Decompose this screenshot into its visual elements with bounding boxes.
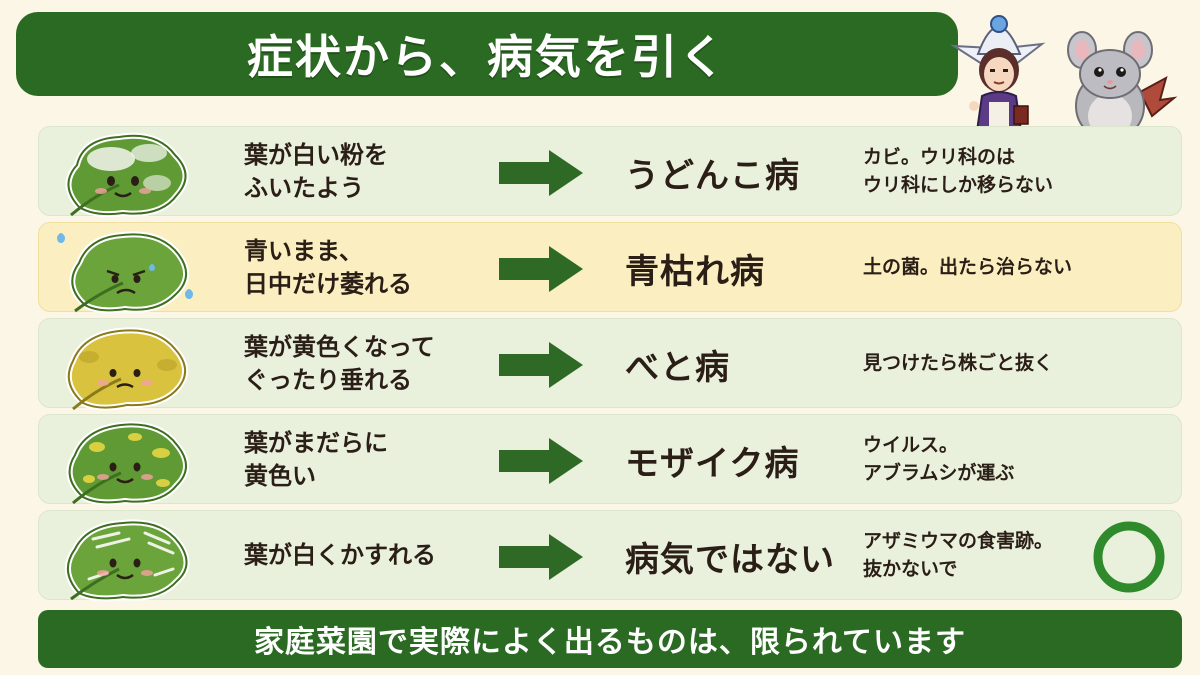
note-line: 抜かないで <box>863 558 958 580</box>
symptom-row-thrips-damage: 葉が白くかすれる 病気ではない アザミウマの食害跡。 抜かないで <box>38 510 1182 602</box>
symptom-text: 葉が黄色くなって ぐったり垂れる <box>244 319 504 409</box>
disease-name: べと病 <box>625 347 730 388</box>
symptom-row-bacterial-wilt: 青いまま、 日中だけ萎れる 青枯れ病 土の菌。出たら治らない <box>38 222 1182 314</box>
disease-note: 見つけたら株ごと抜く <box>863 319 1103 409</box>
disease-note: ウイルス。 アブラムシが運ぶ <box>863 415 1103 505</box>
symptom-line: 葉が白くかすれる <box>244 541 436 570</box>
symptom-row-downy-mildew: 葉が黄色くなって ぐったり垂れる べと病 見つけたら株ごと抜く <box>38 318 1182 411</box>
disease-name: モザイク病 <box>625 443 800 484</box>
arrow-right-icon <box>499 438 583 484</box>
symptom-line: 日中だけ萎れる <box>244 270 412 298</box>
symptom-text: 葉が白い粉を ふいたよう <box>244 127 504 217</box>
disease-note: カビ。ウリ科のは ウリ科にしか移らない <box>863 127 1103 217</box>
disease-name: 青枯れ病 <box>625 251 765 292</box>
footer-text: 家庭菜園で実際によく出るものは、限られています <box>253 625 967 660</box>
note-line: ウリ科にしか移らない <box>863 174 1054 196</box>
ok-circle-icon <box>1093 521 1165 593</box>
wilting-sweat-leaf-icon <box>57 231 193 314</box>
note-line: アザミウマの食害跡。 <box>863 530 1054 553</box>
note-line: アブラムシが運ぶ <box>863 462 1015 484</box>
disease-note: アザミウマの食害跡。 抜かないで <box>863 511 1103 601</box>
arrow-right-icon <box>499 150 583 196</box>
symptom-line: ふいたよう <box>244 174 364 202</box>
symptom-line: 青いまま、 <box>244 236 364 265</box>
symptom-text: 葉が白くかすれる <box>244 511 504 601</box>
symptom-line: ぐったり垂れる <box>244 366 412 394</box>
arrow-right-icon <box>499 342 583 388</box>
mascot-group <box>950 15 1178 145</box>
wizard-girl-icon <box>950 15 1046 139</box>
scratched-leaf-icon <box>65 519 190 602</box>
mottled-leaf-icon <box>66 421 189 506</box>
symptom-line: 黄色い <box>244 462 316 490</box>
disease-note: 土の菌。出たら治らない <box>863 223 1103 313</box>
note-line: カビ。ウリ科のは <box>863 146 1016 169</box>
yellow-drooping-leaf-icon <box>65 327 188 411</box>
title-banner: 症状から、病気を引く <box>16 12 958 96</box>
arrow-right-icon <box>499 246 583 292</box>
symptom-text: 葉がまだらに 黄色い <box>244 415 504 505</box>
footer-banner: 家庭菜園で実際によく出るものは、限られています <box>38 610 1182 668</box>
symptom-row-mosaic: 葉がまだらに 黄色い モザイク病 ウイルス。 アブラムシが運ぶ <box>38 414 1182 506</box>
symptom-line: 葉が白い粉を <box>244 140 388 169</box>
arrow-right-icon <box>499 534 583 580</box>
note-line: 見つけたら株ごと抜く <box>863 352 1054 375</box>
disease-name: 病気ではない <box>625 539 835 580</box>
chinchilla-dragon-icon <box>1067 31 1178 145</box>
symptom-row-powdery-mildew: 葉が白い粉を ふいたよう うどんこ病 カビ。ウリ科のは ウリ科にしか移らない <box>38 126 1182 218</box>
page-title: 症状から、病気を引く <box>247 30 727 84</box>
symptom-line: 葉が黄色くなって <box>244 332 435 361</box>
symptom-text: 青いまま、 日中だけ萎れる <box>244 223 504 313</box>
symptom-line: 葉がまだらに <box>244 428 388 457</box>
note-line: 土の菌。出たら治らない <box>863 256 1073 279</box>
powdery-leaf-icon <box>65 132 189 218</box>
disease-name: うどんこ病 <box>625 155 800 196</box>
note-line: ウイルス。 <box>863 434 959 457</box>
